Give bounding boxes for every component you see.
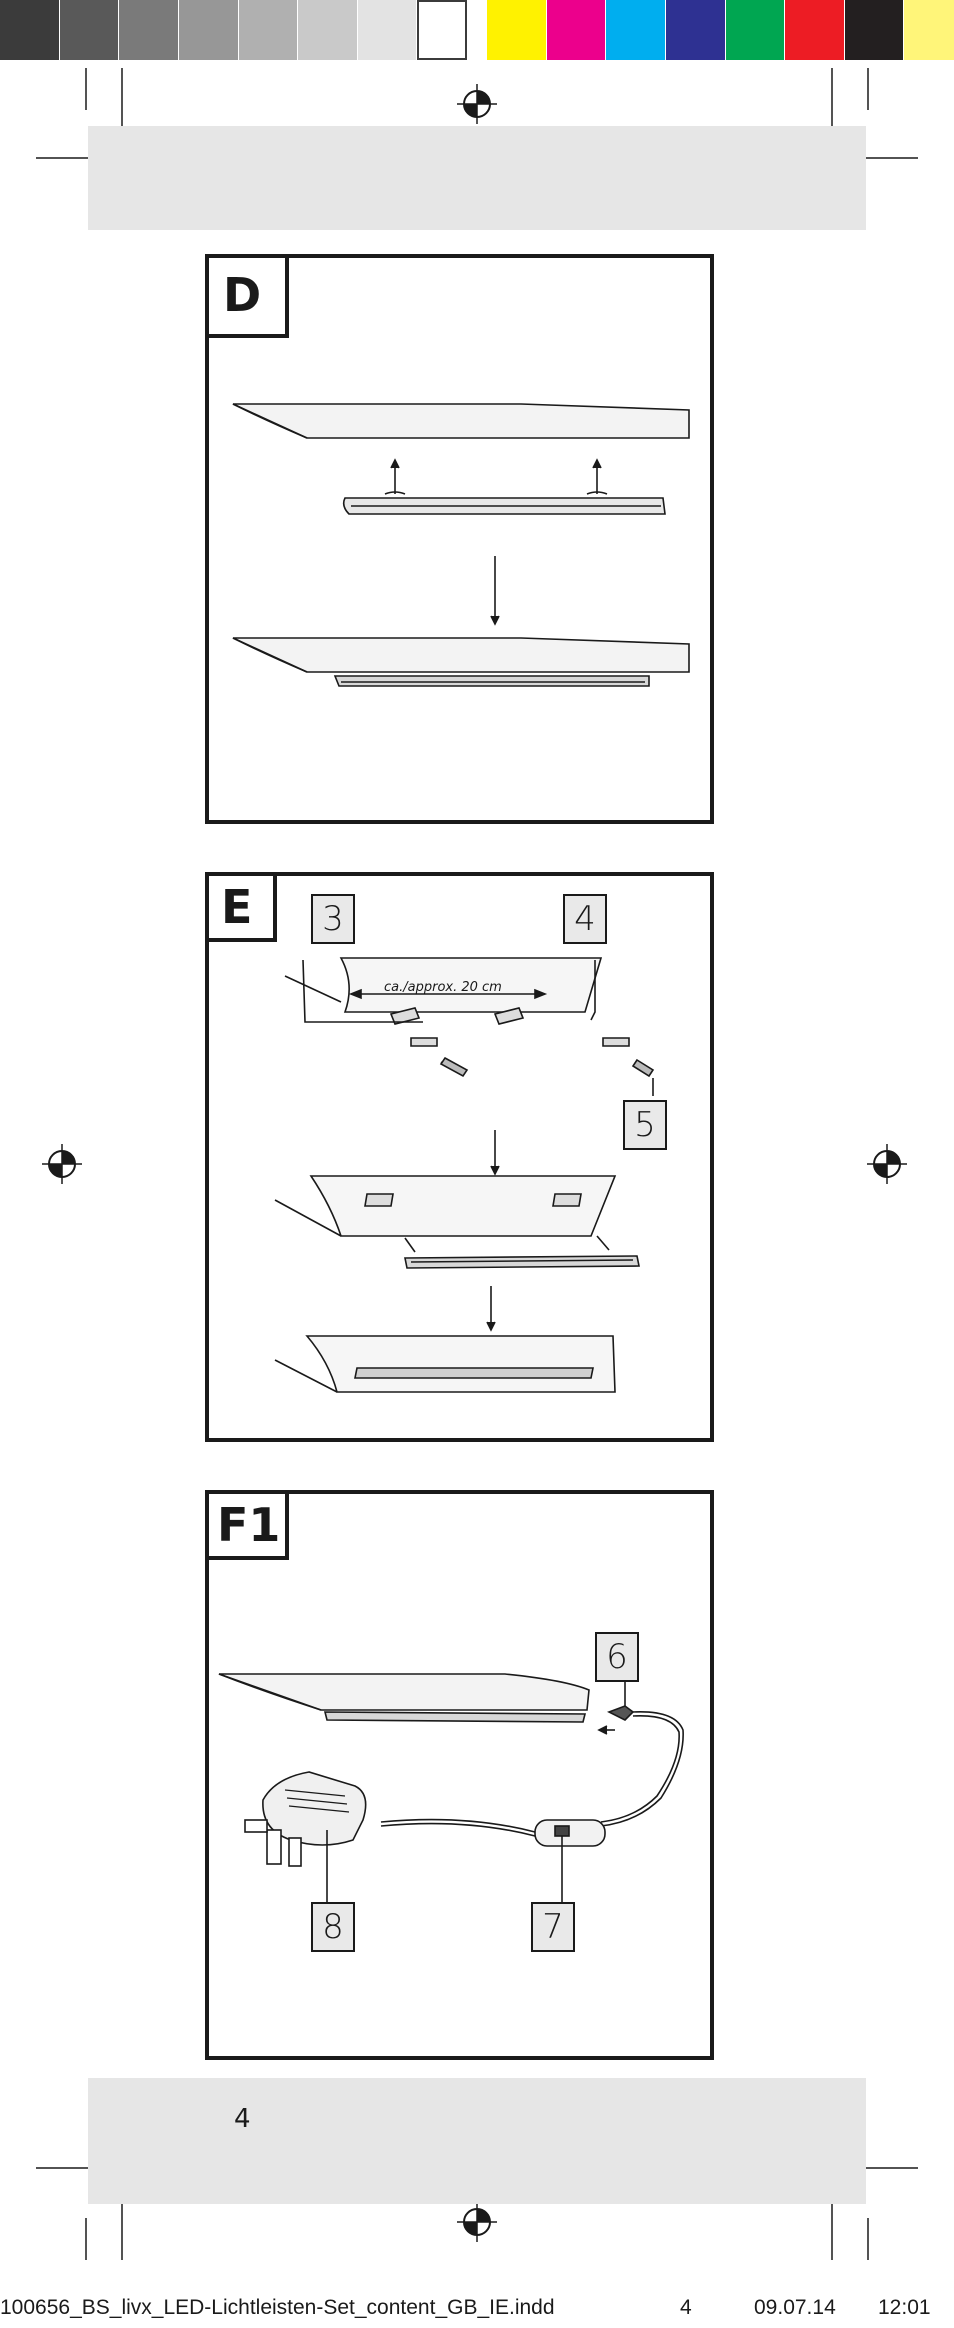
color-swatch	[844, 0, 905, 60]
header-band	[88, 126, 866, 230]
callout-6: 6	[595, 1632, 639, 1682]
color-swatch	[546, 0, 607, 60]
color-swatch	[298, 0, 358, 60]
color-swatch	[487, 0, 547, 60]
figure-d-panel	[205, 254, 714, 824]
color-swatch	[606, 0, 666, 60]
slug-page: 4	[680, 2296, 692, 2319]
color-swatch	[417, 0, 467, 60]
color-swatch	[357, 0, 418, 60]
color-swatch	[0, 0, 60, 60]
figure-d-label: D	[223, 268, 262, 322]
color-swatch	[785, 0, 845, 60]
figure-d-illustration	[232, 403, 690, 687]
figure-e-illustration	[274, 957, 655, 1393]
figure-e-label-box: E	[205, 872, 277, 942]
page-number: 4	[234, 2104, 251, 2134]
color-swatch	[725, 0, 786, 60]
callout-8: 8	[311, 1902, 355, 1952]
color-swatch	[59, 0, 120, 60]
figure-f1-panel: 6 7 8	[205, 1490, 714, 2060]
color-swatch	[178, 0, 239, 60]
color-swatch	[238, 0, 299, 60]
callout-7: 7	[531, 1902, 575, 1952]
slug-date: 09.07.14	[754, 2296, 836, 2319]
registration-mark-right	[867, 1144, 907, 1184]
callout-5: 5	[623, 1100, 667, 1150]
figure-d-label-box: D	[205, 254, 289, 338]
color-swatch	[119, 0, 179, 60]
callout-3: 3	[311, 894, 355, 944]
figure-e-panel: ca./approx. 20 cm 3 4 5	[205, 872, 714, 1442]
slug-time: 12:01	[878, 2296, 931, 2319]
footer-band: 4	[88, 2078, 866, 2204]
figure-e-label: E	[221, 880, 253, 934]
figure-f1-label-box: F1	[205, 1490, 289, 1560]
registration-mark-top	[457, 84, 497, 124]
callout-4: 4	[563, 894, 607, 944]
color-swatch	[665, 0, 726, 60]
figure-f1-label: F1	[217, 1498, 281, 1552]
slug-filename: 100656_BS_livx_LED-Lichtleisten-Set_cont…	[0, 2296, 555, 2319]
color-calibration-bar	[0, 0, 954, 62]
figure-e-measurement: ca./approx. 20 cm	[384, 980, 502, 995]
figure-f1-illustration	[218, 1673, 684, 1904]
registration-mark-bottom	[457, 2202, 497, 2242]
color-swatch	[904, 0, 954, 60]
registration-mark-left	[42, 1144, 82, 1184]
